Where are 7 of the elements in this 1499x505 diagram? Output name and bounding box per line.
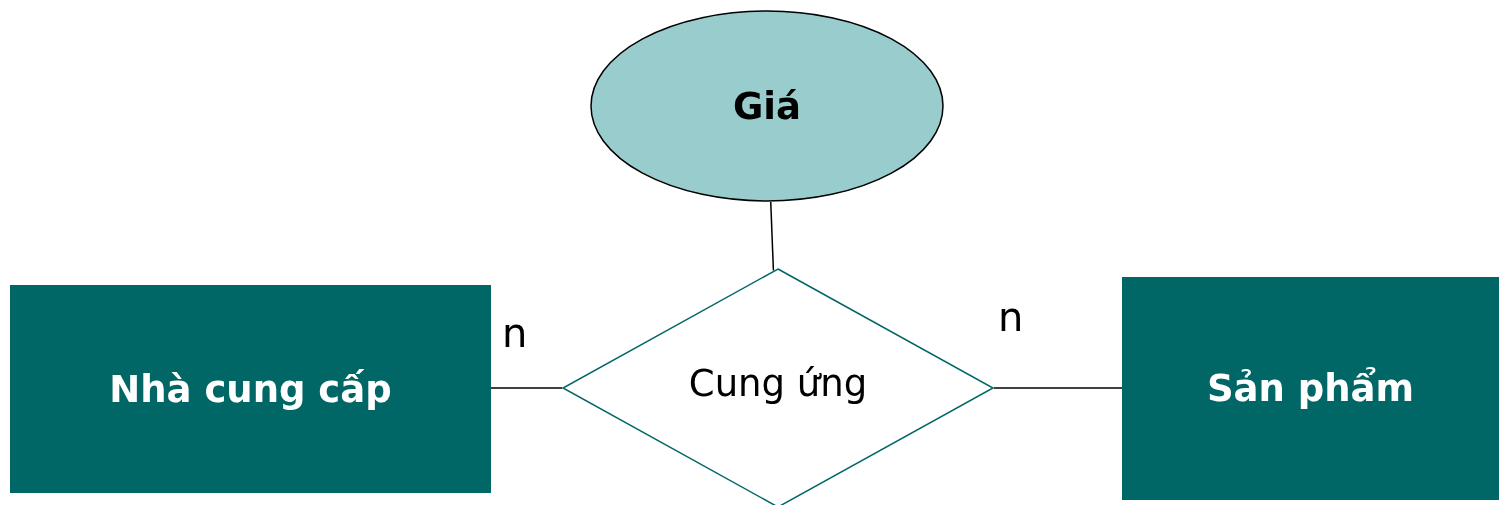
connector-line xyxy=(490,387,563,389)
connector-line xyxy=(770,201,775,272)
connector-line xyxy=(993,387,1123,389)
entity-name: Nhà cung cấp xyxy=(109,367,392,411)
relationship-name: Cung ứng xyxy=(688,361,868,405)
attribute-name: Giá xyxy=(733,84,801,128)
entity-name: Sản phẩm xyxy=(1206,367,1415,410)
